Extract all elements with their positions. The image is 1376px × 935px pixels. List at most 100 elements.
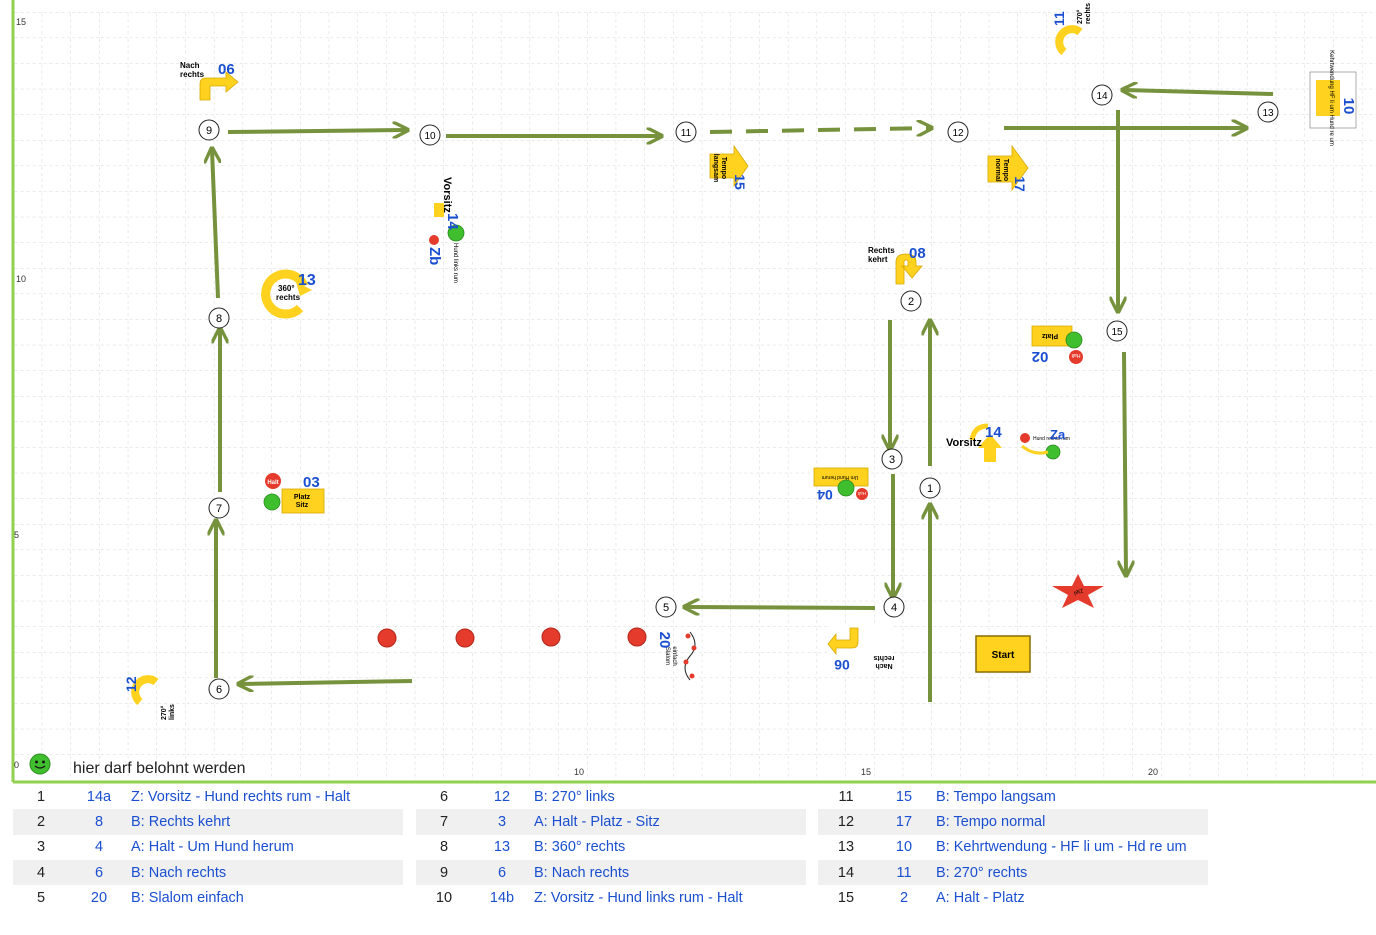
svg-text:rechts: rechts <box>873 654 894 661</box>
svg-text:03: 03 <box>303 474 320 491</box>
svg-text:12: 12 <box>952 128 964 139</box>
green-smiley-icon <box>1045 444 1061 460</box>
svg-text:13: 13 <box>1262 108 1274 119</box>
green-smiley-icon <box>837 479 855 497</box>
sign-15-tempo-langsam: Tempo langsam 15 <box>709 144 749 190</box>
halt-stop-icon <box>265 473 281 489</box>
sign-04-um-hund-herum: Um Hund herum Halt 04 <box>813 467 869 503</box>
svg-text:14: 14 <box>444 213 461 230</box>
halt-stop-icon <box>856 488 868 500</box>
svg-text:270°: 270° <box>1076 9 1084 24</box>
cone-icon <box>627 627 647 647</box>
sign-20-slalom-einfach: Slalom einfach 20 <box>656 631 697 681</box>
sign-14b-vorsitz: Vorsitz 14 Zb Hund links rum <box>426 177 465 283</box>
reward-legend-text: hier darf belohnt werden <box>73 760 246 777</box>
rotate-270-icon <box>131 675 159 706</box>
station-9: 9 <box>198 119 220 141</box>
station-8: 8 <box>208 307 230 329</box>
svg-text:Slalom: Slalom <box>664 647 670 665</box>
svg-text:17: 17 <box>1012 176 1028 192</box>
svg-text:6: 6 <box>216 684 222 696</box>
svg-text:06: 06 <box>834 657 850 673</box>
svg-text:rechts: rechts <box>276 293 301 302</box>
svg-text:langsam: langsam <box>712 154 719 182</box>
svg-text:11: 11 <box>1051 11 1067 26</box>
svg-text:Za: Za <box>1050 427 1066 442</box>
svg-text:Start: Start <box>992 650 1015 661</box>
svg-text:Hund rechts rum: Hund rechts rum <box>1033 436 1070 442</box>
halt-stop-icon <box>1069 350 1083 364</box>
course-map: 15 10 5 0 10 15 20 1 2 3 4 5 6 7 8 9 10 … <box>11 0 1376 784</box>
route-arrow <box>1124 90 1274 94</box>
turn-right-arrow-icon <box>199 71 239 101</box>
svg-text:Kehrtwendung HF li um Hund re: Kehrtwendung HF li um Hund re um <box>1328 50 1334 146</box>
svg-text:14: 14 <box>1096 91 1108 102</box>
rotate-360-icon <box>261 269 309 319</box>
sign-17-tempo-normal: Tempo normal 17 <box>987 144 1029 192</box>
svg-text:Hund links rum: Hund links rum <box>452 243 458 283</box>
green-smiley-icon <box>29 753 51 775</box>
sign-03-halt-platz-sitz: Halt Platz Sitz 03 <box>263 473 325 514</box>
svg-text:Sitz: Sitz <box>296 502 309 509</box>
station-3: 3 <box>881 448 903 470</box>
svg-text:Vorsitz: Vorsitz <box>946 437 982 449</box>
route-arrows <box>212 90 1274 702</box>
station-4: 4 <box>883 596 905 618</box>
sign-08-rechts-kehrt: Rechts kehrt 08 <box>868 245 926 285</box>
svg-text:9: 9 <box>206 125 212 137</box>
svg-text:06: 06 <box>218 61 235 78</box>
cone-icon <box>377 628 397 648</box>
tempo-arrow-icon <box>987 144 1029 192</box>
svg-text:Halt: Halt <box>1071 352 1081 358</box>
svg-text:Vorsitz: Vorsitz <box>441 177 453 213</box>
station-6: 6 <box>208 678 230 700</box>
svg-text:02: 02 <box>1032 348 1049 365</box>
stations: 1 2 3 4 5 6 7 8 9 10 11 12 13 14 15 <box>198 84 1279 700</box>
route-arrow <box>240 681 413 684</box>
rotate-270-icon <box>1055 25 1083 56</box>
route-arrow <box>1124 351 1126 574</box>
y-tick-5: 5 <box>14 530 19 540</box>
svg-text:12: 12 <box>123 676 139 692</box>
y-tick-0: 0 <box>14 760 19 770</box>
sign-06-nach-rechts: Nach rechts 06 <box>180 61 239 101</box>
svg-text:einfach: einfach <box>671 646 677 665</box>
svg-text:Platz: Platz <box>1041 332 1058 339</box>
halt-stop-icon <box>1020 433 1030 443</box>
svg-text:20: 20 <box>656 632 673 649</box>
start-sign: Start <box>975 635 1031 673</box>
svg-text:270°: 270° <box>160 705 168 720</box>
x-tick-15: 15 <box>861 767 871 777</box>
finish-star-icon <box>1052 574 1104 608</box>
svg-text:10: 10 <box>424 131 436 142</box>
up-arrow-icon <box>978 434 1002 462</box>
svg-text:rechts: rechts <box>1085 3 1092 24</box>
svg-text:14: 14 <box>985 424 1002 441</box>
sign-10-kehrtwendung: Kehrtwendung HF li um Hund re um 10 <box>1309 50 1357 146</box>
slalom-path-icon <box>684 631 696 681</box>
route-arrow <box>212 150 218 299</box>
x-tick-20: 20 <box>1148 767 1158 777</box>
station-1: 1 <box>919 477 941 499</box>
svg-text:Rechts: Rechts <box>868 246 895 255</box>
sign-06-nach-rechts-bottom: Nach rechts 06 <box>827 626 895 673</box>
y-tick-15: 15 <box>16 17 26 27</box>
svg-text:11: 11 <box>681 128 692 139</box>
route-arrow <box>686 607 876 608</box>
svg-text:08: 08 <box>909 245 926 262</box>
station-2: 2 <box>900 290 922 312</box>
route-arrow <box>227 130 406 132</box>
route-arrow-dashed <box>709 128 930 132</box>
